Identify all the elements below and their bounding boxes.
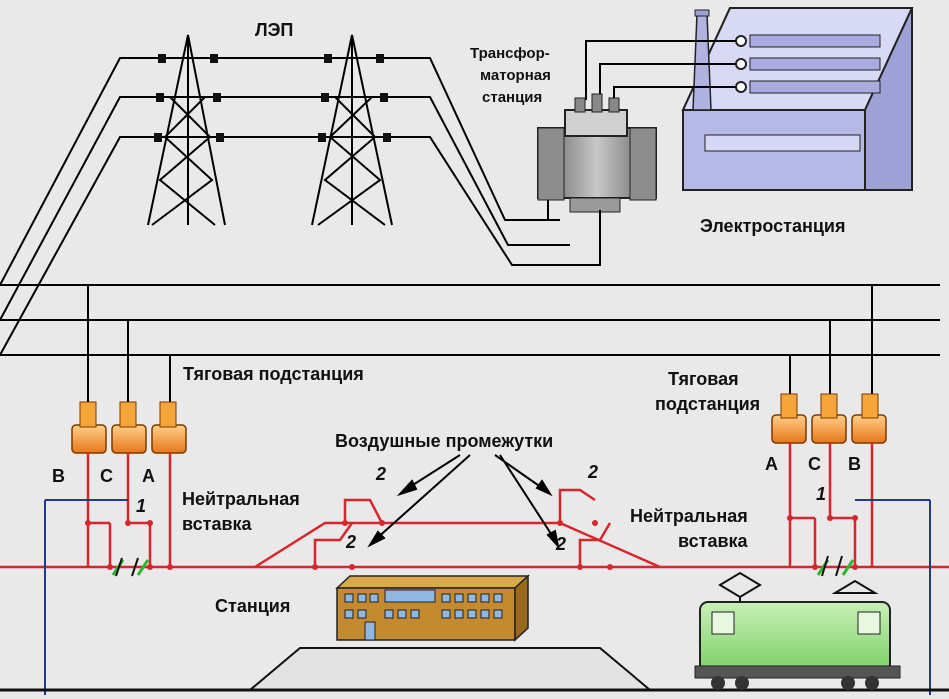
neutral-insert-left-line1: Нейтральная	[182, 489, 300, 509]
transformer	[537, 93, 657, 213]
phase-labels-left: B C A	[52, 466, 155, 486]
neutral-insert-right-line1: Нейтральная	[630, 506, 748, 526]
substation-right	[771, 393, 887, 444]
transformer-station-label: Трансфор- маторная станция	[470, 45, 551, 106]
phase-left-3: A	[142, 466, 155, 486]
power-plant	[681, 7, 914, 191]
power-line-label: ЛЭП	[255, 20, 293, 40]
locomotive	[694, 571, 901, 690]
marker-2-bottom-left: 2	[345, 532, 356, 552]
substation-left-feeders	[87, 285, 171, 405]
power-line-wires	[0, 57, 601, 356]
transformer-label-line2: маторная	[480, 67, 551, 84]
transformer-label-line1: Трансфор-	[470, 45, 550, 62]
catenary-wires	[0, 443, 949, 569]
traction-substation-left-label: Тяговая подстанция	[183, 364, 364, 384]
marker-2-top-left: 2	[375, 464, 386, 484]
station-building	[335, 574, 530, 642]
switch-points	[85, 515, 858, 570]
chimney	[692, 9, 712, 111]
platform	[247, 647, 653, 691]
neutral-insert-left-label: Нейтральная вставка	[182, 489, 300, 534]
break-marks	[115, 555, 843, 577]
phase-right-1: A	[765, 454, 778, 474]
phase-right-2: C	[808, 454, 821, 474]
power-plant-label: Электростанция	[700, 216, 846, 236]
substation-right-feeders	[789, 285, 873, 398]
power-tower-right	[311, 34, 393, 226]
plant-wires	[585, 40, 736, 100]
phase-left-2: C	[100, 466, 113, 486]
marker-numbers: 1 1 2 2 2 2	[136, 462, 826, 554]
air-gap-arrows	[367, 454, 560, 550]
power-tower-left	[147, 34, 226, 226]
neutral-insert-right-label: Нейтральная вставка	[630, 506, 749, 551]
phase-left-1: B	[52, 466, 65, 486]
substation-left	[71, 401, 187, 454]
return-wires	[44, 499, 931, 695]
traction-substation-right-label: Тяговая подстанция	[655, 369, 760, 414]
phase-labels-right: A C B	[765, 454, 861, 474]
neutral-insert-left-line2: вставка	[182, 514, 253, 534]
traction-substation-right-line1: Тяговая	[668, 369, 739, 389]
phase-right-3: B	[848, 454, 861, 474]
air-gaps-label: Воздушные промежутки	[335, 431, 553, 451]
marker-1-left: 1	[136, 496, 146, 516]
line-insulators	[154, 54, 391, 142]
distribution-wires	[0, 284, 940, 356]
neutral-insert-right-line2: вставка	[678, 531, 749, 551]
traction-substation-right-line2: подстанция	[655, 394, 760, 414]
marker-2-top-right: 2	[587, 462, 598, 482]
transformer-label-line3: станция	[482, 89, 542, 106]
station-label: Станция	[215, 596, 290, 616]
marker-1-right: 1	[816, 484, 826, 504]
marker-2-bottom-right: 2	[555, 534, 566, 554]
